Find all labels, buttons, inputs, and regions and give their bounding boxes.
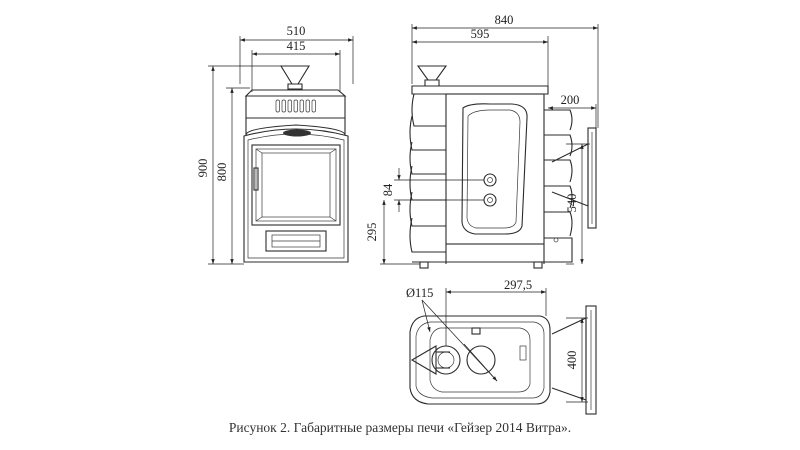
dim-front-width-inner: 415 <box>287 39 306 53</box>
dim-front-width-outer: 510 <box>287 24 306 38</box>
front-emblem <box>283 129 311 137</box>
dim-front-height-body: 800 <box>215 163 229 182</box>
front-dimensions: 510 415 900 800 <box>196 24 354 265</box>
side-dimensions: 840 595 200 84 295 540 <box>365 13 599 265</box>
dim-side-tank-offset: 200 <box>561 93 580 107</box>
dim-side-width-total: 840 <box>495 13 514 27</box>
side-right-stones <box>544 109 573 263</box>
top-view <box>409 305 597 415</box>
top-dimensions: Ø115 297,5 400 <box>406 278 588 403</box>
dim-top-diameter: Ø115 <box>406 286 433 300</box>
side-view <box>409 65 597 269</box>
front-vent-slots <box>275 99 316 113</box>
dim-top-offset: 297,5 <box>504 278 532 292</box>
side-left-stones <box>409 93 446 253</box>
front-view <box>243 65 349 263</box>
dim-side-height-low: 295 <box>365 223 379 242</box>
dim-top-tank-width: 400 <box>565 351 579 370</box>
dim-front-height-total: 900 <box>196 159 210 178</box>
dim-side-tank-height: 540 <box>565 194 579 213</box>
figure-caption: Рисунок 2. Габаритные размеры печи «Гейз… <box>228 420 572 435</box>
dim-side-spacing: 84 <box>381 183 395 196</box>
dim-side-width-body: 595 <box>471 27 490 41</box>
